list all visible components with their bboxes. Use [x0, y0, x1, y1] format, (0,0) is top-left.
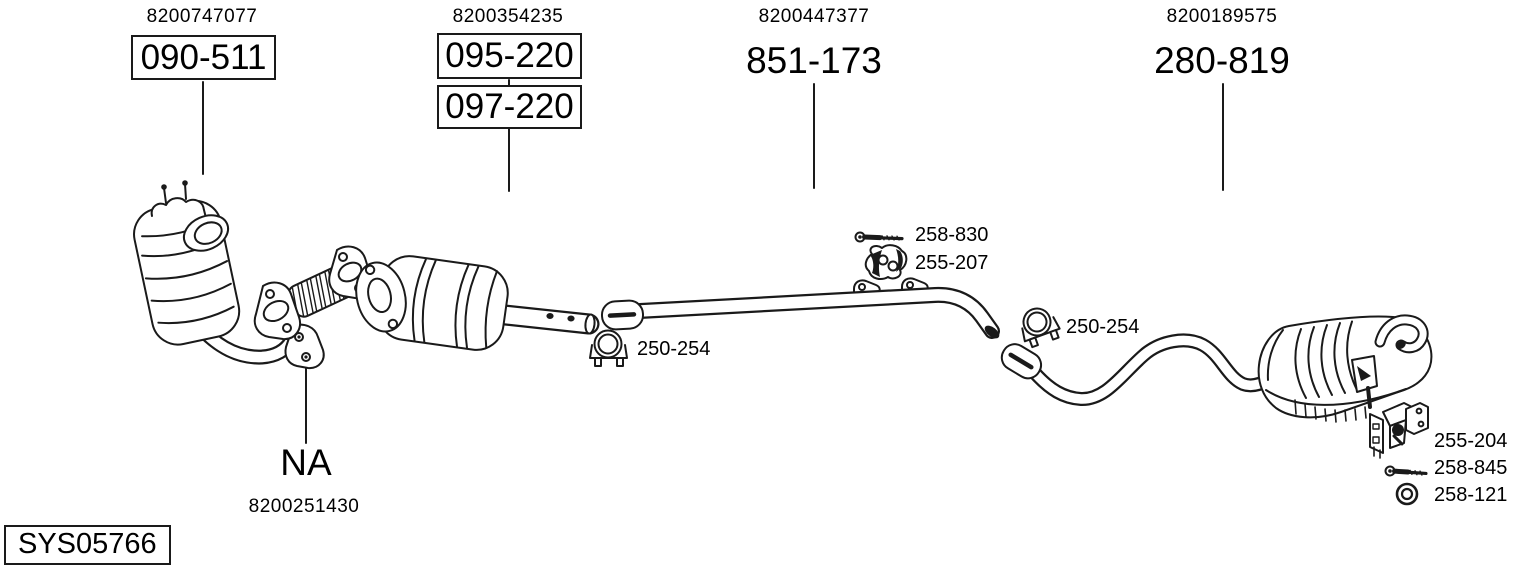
flexible-pipe-drawing — [253, 245, 373, 341]
middle-catalytic-converter-drawing — [355, 255, 600, 351]
clamp-icon-mid — [589, 329, 628, 367]
oe-reference-2: 8200354235 — [452, 6, 564, 27]
rear-pipe-drawing — [1000, 333, 1275, 406]
system-code-badge: SYS05766 — [4, 525, 171, 565]
oe-reference-1: 8200747077 — [146, 6, 258, 27]
part-code-095-220: 095-220 — [437, 33, 582, 79]
label-bolt-rear: 258-845 — [1434, 457, 1508, 479]
bolt-icon-mid — [854, 231, 904, 243]
oe-reference-4: 8200189575 — [1166, 6, 1278, 27]
part-code-090-511: 090-511 — [131, 35, 276, 80]
part-code-097-220: 097-220 — [437, 85, 582, 129]
label-clamp-rear: 250-254 — [1066, 316, 1140, 338]
oe-reference-na: 8200251430 — [248, 496, 360, 517]
part-code-851-173: 851-173 — [746, 40, 882, 81]
bolt-icon-rear — [1384, 465, 1428, 477]
front-catalytic-converter-drawing — [133, 180, 325, 370]
hanger-bracket-icon — [1369, 402, 1429, 459]
rear-silencer-drawing — [1257, 314, 1433, 423]
label-hanger-rear: 255-204 — [1434, 430, 1508, 452]
label-clamp-mid: 250-254 — [637, 338, 711, 360]
oe-reference-3: 8200447377 — [758, 6, 870, 27]
rubber-mount-icon — [864, 244, 908, 280]
label-bolt-mid: 258-830 — [915, 224, 989, 246]
label-ring-rear: 258-121 — [1434, 484, 1508, 506]
part-code-280-819: 280-819 — [1154, 40, 1290, 81]
part-code-na: NA — [280, 442, 332, 483]
center-pipe-drawing — [600, 277, 1000, 339]
label-rubber-mount: 255-207 — [915, 252, 989, 274]
clamp-icon-rear — [1021, 307, 1061, 349]
gasket-ring-icon — [1395, 482, 1419, 506]
